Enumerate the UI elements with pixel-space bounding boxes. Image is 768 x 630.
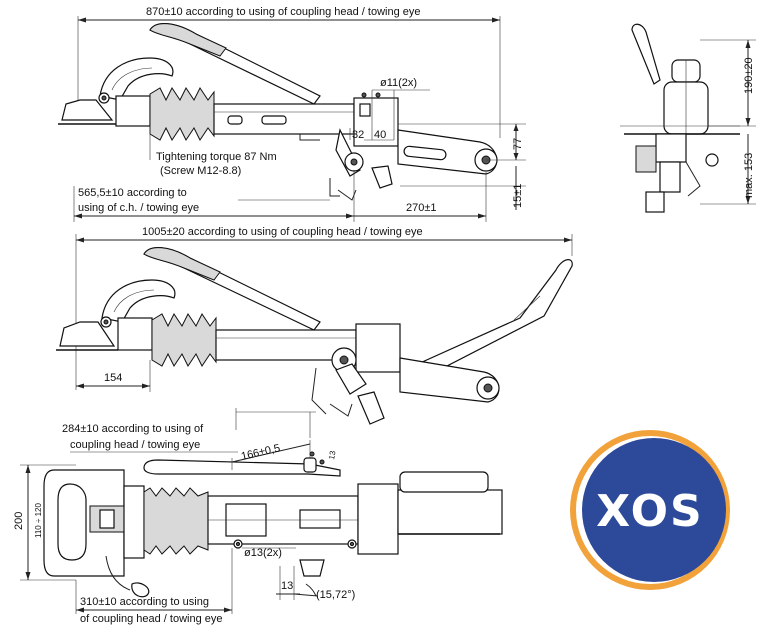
dim-284-line-2: coupling head / towing eye	[70, 439, 200, 451]
xos-logo: XOS	[570, 430, 730, 590]
torque-line-2: (Screw M12-8.8)	[160, 165, 241, 177]
dim-154: 154	[104, 372, 122, 384]
dim-77: 77	[512, 138, 524, 150]
bellows-top	[149, 87, 215, 141]
dim-13-top: 13	[327, 449, 338, 460]
side-view-top: 870±10 according to using of coupling he…	[58, 6, 526, 222]
dim-40: 40	[374, 129, 386, 141]
dim-overall-length-top: 870±10 according to using of coupling he…	[146, 6, 421, 18]
dim-overall-length-middle: 1005±20 according to using of coupling h…	[142, 226, 423, 238]
dim-270: 270±1	[406, 202, 437, 214]
logo-text: XOS	[596, 486, 703, 537]
dim-200: 200	[13, 512, 25, 530]
dim-565-line-2: using of c.h. / towing eye	[78, 202, 199, 214]
dim-hole-13: ø13(2x)	[244, 547, 282, 559]
dim-284-line-1: 284±10 according to using of	[62, 423, 204, 435]
dim-565-line-1: 565,5±10 according to	[78, 187, 187, 199]
dim-32: 32	[352, 129, 364, 141]
side-view-middle: 1005±20 according to using of coupling h…	[56, 226, 573, 438]
dim-15: 15±1	[512, 184, 524, 208]
top-view-bottom: 200 110 ÷ 120	[13, 423, 503, 625]
dim-hole-11: ø11(2x)	[380, 77, 417, 89]
dim-310-line-1: 310±10 according to using	[80, 596, 209, 608]
dim-153: max. 153	[743, 153, 755, 198]
dim-166: 166±0,5	[240, 442, 281, 463]
dim-190: 190±20	[743, 57, 755, 94]
dim-110-120: 110 ÷ 120	[34, 503, 43, 538]
dim-310-line-2: of coupling head / towing eye	[80, 613, 223, 625]
torque-line-1: Tightening torque 87 Nm	[156, 151, 277, 163]
dim-angle: (15,72°)	[316, 589, 355, 601]
front-view: 190±20 max. 153	[620, 23, 756, 213]
dim-13-bottom: 13	[281, 580, 293, 592]
